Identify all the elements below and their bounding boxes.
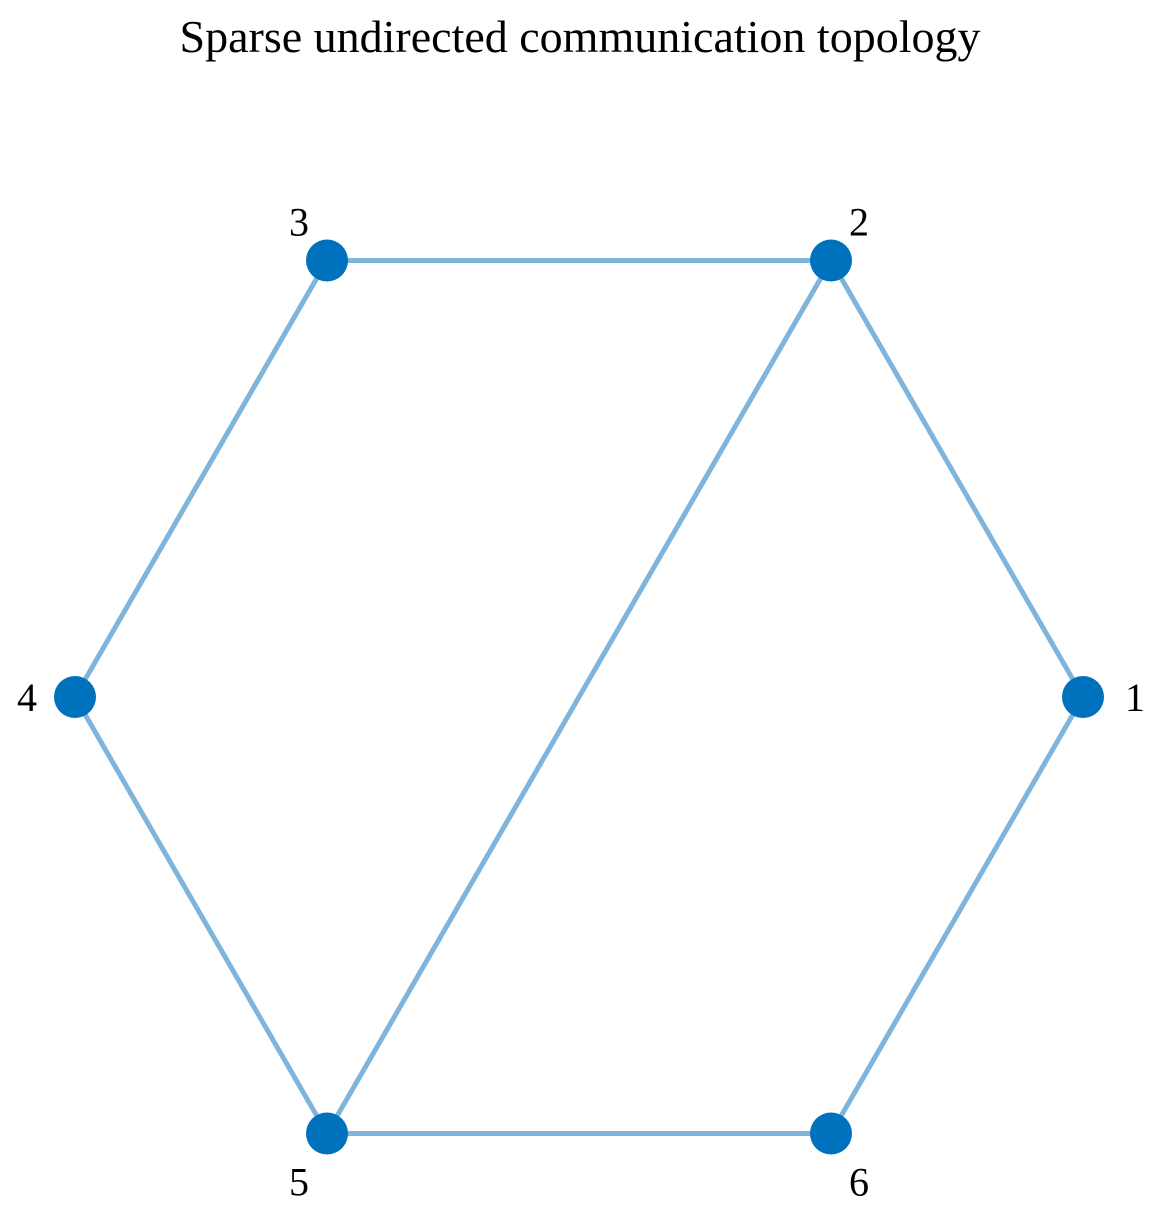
node-6 [810, 1112, 852, 1155]
node-label-4: 4 [17, 675, 37, 720]
node-label-6: 6 [849, 1159, 869, 1204]
edge-6-1 [828, 694, 1086, 1136]
node-label-3: 3 [289, 200, 309, 245]
edges-layer [72, 258, 1086, 1136]
node-5 [306, 1112, 348, 1155]
node-1 [1062, 676, 1104, 718]
node-2 [810, 239, 852, 282]
node-label-1: 1 [1125, 675, 1145, 720]
edge-1-2 [828, 258, 1086, 700]
edge-2-5 [324, 258, 834, 1136]
node-label-5: 5 [289, 1159, 309, 1204]
node-4 [54, 676, 96, 718]
figure-title: Sparse undirected communication topology [180, 11, 981, 62]
edge-4-5 [72, 694, 330, 1136]
edge-3-4 [72, 258, 330, 700]
node-label-2: 2 [849, 200, 869, 245]
node-3 [306, 239, 348, 282]
nodes-layer [54, 239, 1104, 1155]
labels-layer: 1 2 3 4 5 6 [17, 200, 1145, 1205]
